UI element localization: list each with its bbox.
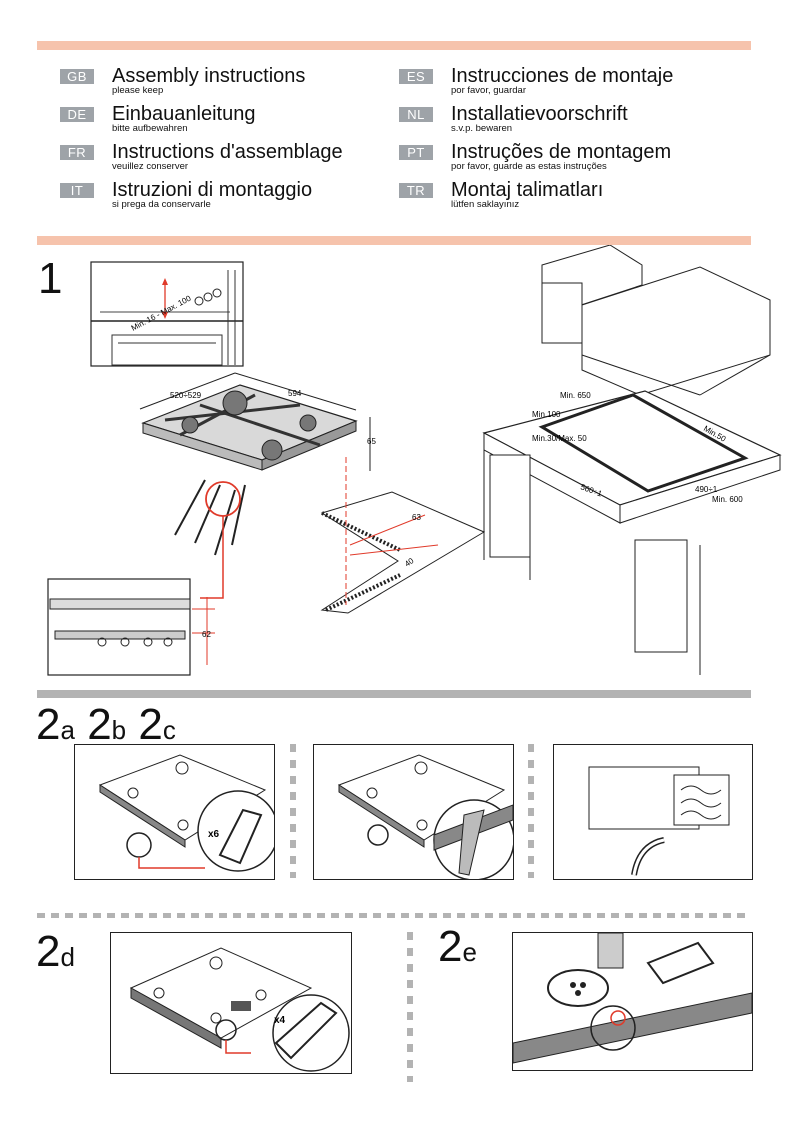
panel-separator — [407, 932, 413, 1082]
step-2e-letter: e — [462, 937, 477, 967]
step-2c-number: 2 — [138, 700, 163, 749]
gap-detail-panel: Min. 16 - Max. 100 — [90, 261, 244, 367]
lang-gb: GB Assembly instructions please keep — [60, 66, 305, 96]
lang-subtitle: si prega da conservarle — [112, 199, 211, 210]
step-2e-panel — [512, 932, 753, 1071]
underside-dimension-label: 62 — [202, 630, 211, 639]
lang-code-badge: DE — [60, 107, 94, 122]
worktop-edge-drawing: 63 40 — [320, 457, 486, 614]
lang-code-badge: TR — [399, 183, 433, 198]
lang-title: Assembly instructions — [112, 65, 306, 87]
lang-subtitle: bitte aufbewahren — [112, 123, 188, 134]
lang-title: Instructions d'assemblage — [112, 141, 343, 163]
lang-subtitle: por favor, guarde as estas instruções — [451, 161, 607, 172]
step-2b-number: 2 — [87, 700, 112, 749]
lang-code-badge: PT — [399, 145, 433, 160]
step2-horizontal-separator — [37, 913, 751, 918]
hood-clearance-label: Min. 650 — [560, 391, 591, 400]
lang-title: Installatievoorschrift — [451, 103, 628, 125]
step-2d-panel: x4 — [110, 932, 352, 1074]
clip-count-label-2d: x4 — [274, 1015, 286, 1026]
step-2a-letter: a — [60, 715, 75, 745]
lang-subtitle: lütfen saklayınız — [451, 199, 520, 210]
front-clearance-label: Min.30/Max. 50 — [532, 434, 587, 443]
step-2e-number: 2 — [438, 922, 463, 971]
step-2b-letter: b — [111, 715, 127, 745]
lang-es: ES Instrucciones de montaje por favor, g… — [399, 66, 673, 96]
depth-dimension-label: 520÷529 — [170, 391, 202, 400]
cabinet-width-label: Min. 600 — [712, 495, 743, 504]
step-2abc-title: 2a 2b 2c — [36, 703, 176, 752]
step-2d-letter: d — [60, 942, 75, 972]
lang-tr: TR Montaj talimatları lütfen saklayınız — [399, 180, 603, 210]
hob-drawing: 520÷529 594 65 — [139, 372, 376, 599]
lang-code-badge: ES — [399, 69, 433, 84]
step1-bottom-divider — [37, 690, 751, 698]
step-2d-number: 2 — [36, 927, 61, 976]
cutout-depth-label: 490÷1 — [695, 485, 718, 494]
height-dimension-label: 65 — [367, 437, 376, 446]
lang-code-badge: IT — [60, 183, 94, 198]
panel-separator — [290, 744, 296, 878]
lang-de: DE Einbauanleitung bitte aufbewahren — [60, 104, 255, 134]
step-1-illustration: Min. 16 - Max. 100 520÷529 594 65 — [47, 245, 782, 676]
step-2a-panel: x6 — [74, 744, 275, 880]
step-1-number: 1 — [38, 254, 63, 303]
step-2e-title: 2e — [438, 925, 477, 974]
lang-title: Instrucciones de montaje — [451, 65, 674, 87]
top-divider — [37, 41, 751, 50]
header-bottom-divider — [37, 236, 751, 245]
lang-subtitle: please keep — [112, 85, 164, 96]
lang-nl: NL Installatievoorschrift s.v.p. bewaren — [399, 104, 628, 134]
step-2a-number: 2 — [36, 700, 61, 749]
step-2c-panel — [553, 744, 753, 880]
clip-count-label: x6 — [208, 829, 220, 840]
lang-subtitle: s.v.p. bewaren — [451, 123, 513, 134]
step-2b-panel — [313, 744, 514, 880]
underside-detail-panel: 62 — [47, 578, 215, 676]
width-dimension-label: 594 — [288, 389, 302, 398]
lang-code-badge: FR — [60, 145, 94, 160]
panel-separator — [528, 744, 534, 878]
lang-it: IT Istruzioni di montaggio si prega da c… — [60, 180, 312, 210]
lang-subtitle: por favor, guardar — [451, 85, 526, 96]
lang-fr: FR Instructions d'assemblage veuillez co… — [60, 142, 343, 172]
lang-subtitle: veuillez conserver — [112, 161, 189, 172]
lang-title: Istruzioni di montaggio — [112, 179, 313, 201]
lang-pt: PT Instruções de montagem por favor, gua… — [399, 142, 671, 172]
lang-title: Einbauanleitung — [112, 103, 256, 125]
lang-code-badge: NL — [399, 107, 433, 122]
step-2d-title: 2d — [36, 930, 75, 979]
edge-dimension-63: 63 — [412, 513, 421, 522]
lang-title: Montaj talimatları — [451, 179, 604, 201]
back-clearance-label: Min.100 — [532, 410, 561, 419]
lang-code-badge: GB — [60, 69, 94, 84]
kitchen-cabinet-drawing: Min. 650 Min.100 Min.30/Max. 50 Min.50 5… — [482, 245, 782, 675]
lang-title: Instruções de montagem — [451, 141, 672, 163]
step-2c-letter: c — [162, 715, 176, 745]
